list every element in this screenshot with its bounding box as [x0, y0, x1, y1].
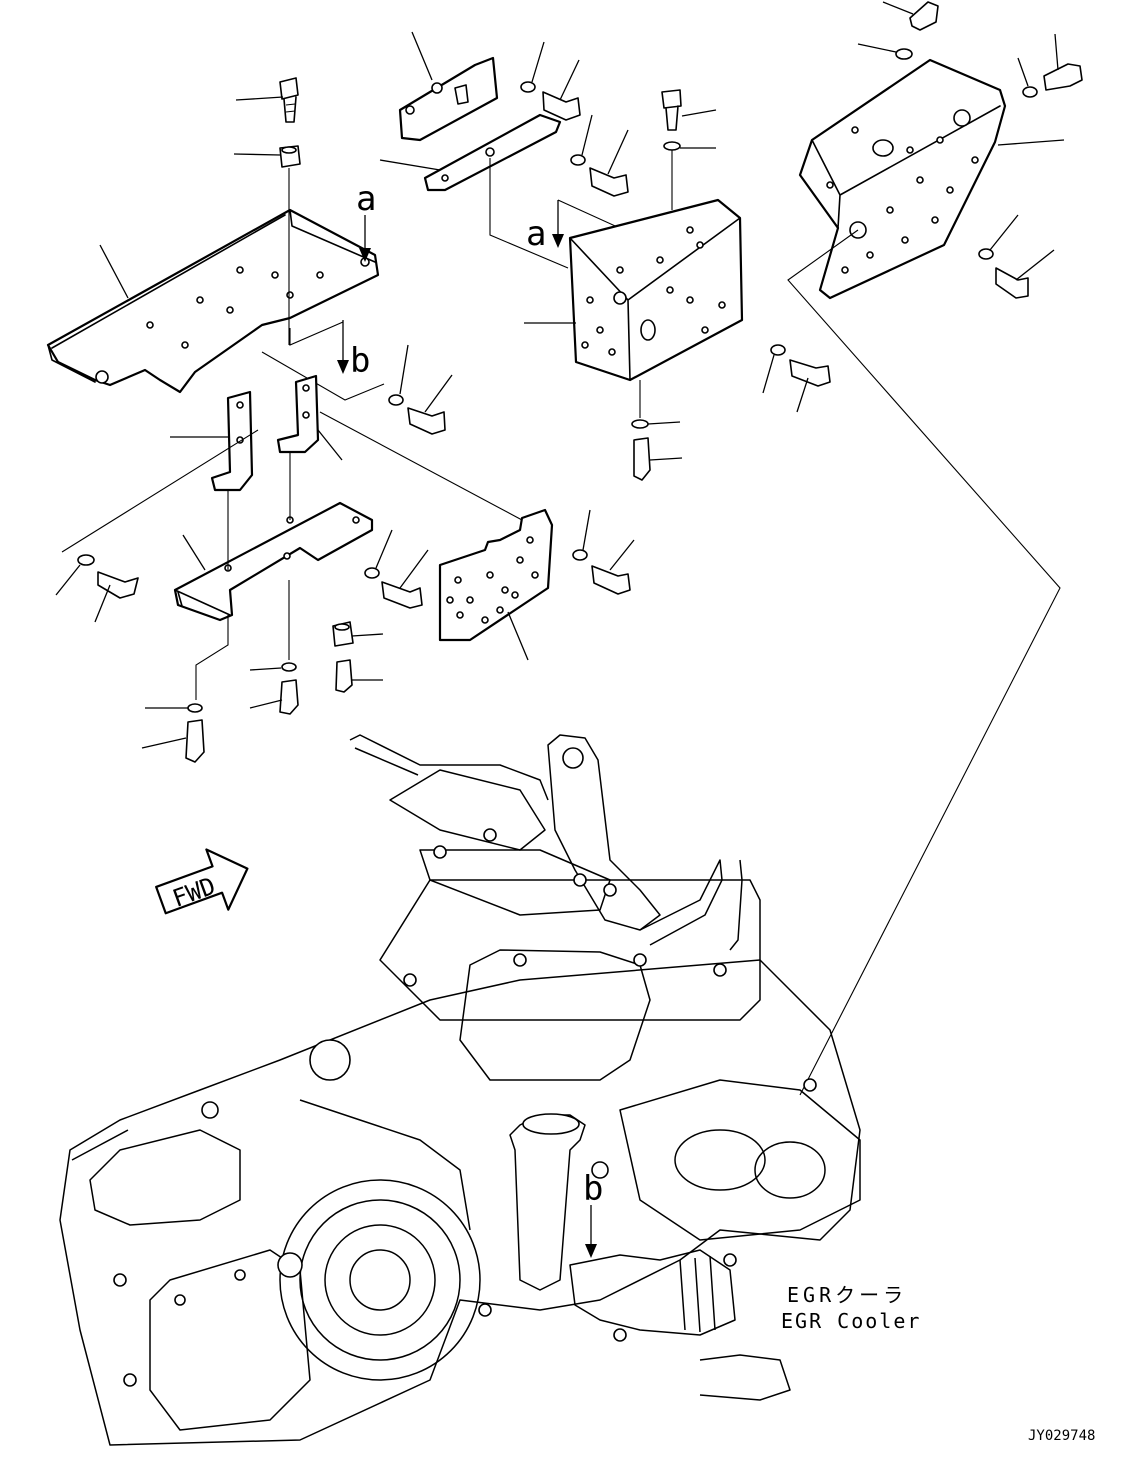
washer-box-right	[762, 344, 786, 394]
vertical-bracket-right	[276, 374, 343, 461]
washer-top-right	[857, 1, 914, 60]
washer-mid	[388, 344, 409, 406]
bolt-lower-center	[249, 679, 299, 715]
washer-top-center-2	[570, 114, 593, 166]
ref-mark-b-upper: b	[350, 341, 370, 381]
bolt-top-right-of-center	[661, 89, 717, 131]
washer-right-upper	[1017, 57, 1038, 98]
lower-flat-bracket	[173, 452, 374, 622]
box-bracket-center	[524, 198, 744, 418]
washer-top-center	[520, 41, 545, 93]
washer-top-right-of-center	[663, 141, 716, 210]
bolt-top-left	[235, 77, 299, 123]
bolt-gasket	[591, 539, 635, 595]
bolt-lower-left	[141, 719, 205, 763]
bolt-top-center-2	[589, 129, 629, 197]
flat-strap-top-center	[379, 113, 569, 269]
upper-left-bracket-plate	[46, 208, 380, 394]
folded-bracket-top-right	[798, 58, 1065, 300]
engine-assembly	[59, 734, 861, 1446]
egr-cooler-label-en: EGR Cooler	[781, 1309, 921, 1333]
ref-mark-a-upper: a	[356, 179, 376, 219]
bolt-mid	[407, 374, 453, 435]
washer-lower-center	[249, 580, 297, 672]
bolt-top-center	[542, 59, 581, 121]
washer-right-of-bracket	[364, 529, 393, 579]
washer-right-lower	[978, 214, 1019, 260]
collar-lower	[332, 621, 384, 647]
drawing-number: JY029748	[1028, 1428, 1095, 1444]
gasket-plate	[438, 508, 554, 661]
egr-cooler-label-jp: EGRクーラ	[787, 1283, 907, 1307]
forward-direction-arrow: FWD	[155, 848, 249, 915]
fwd-label: FWD	[169, 872, 219, 913]
washer-gasket	[572, 509, 591, 561]
bolt-box-bottom	[633, 437, 683, 481]
leader-to-egr-cooler	[787, 229, 1061, 1096]
spacer-collar-top-left	[233, 145, 301, 345]
washer-lower-left	[145, 615, 229, 713]
angle-bracket-top-center	[398, 31, 499, 142]
bolt-lower-right	[335, 659, 383, 693]
washer-box-bottom	[631, 419, 681, 429]
ref-mark-b-engine: b	[583, 1169, 603, 1209]
bolt-right-lower	[995, 249, 1055, 299]
bolt-left-lower	[94, 571, 139, 623]
bolt-right-of-bracket	[381, 549, 429, 609]
washer-left-lower	[55, 554, 95, 596]
bolt-right-upper	[1043, 33, 1083, 91]
bolt-top-right	[909, 1, 939, 31]
bolt-box-right	[789, 359, 831, 413]
ref-mark-a-box: a	[526, 214, 546, 254]
